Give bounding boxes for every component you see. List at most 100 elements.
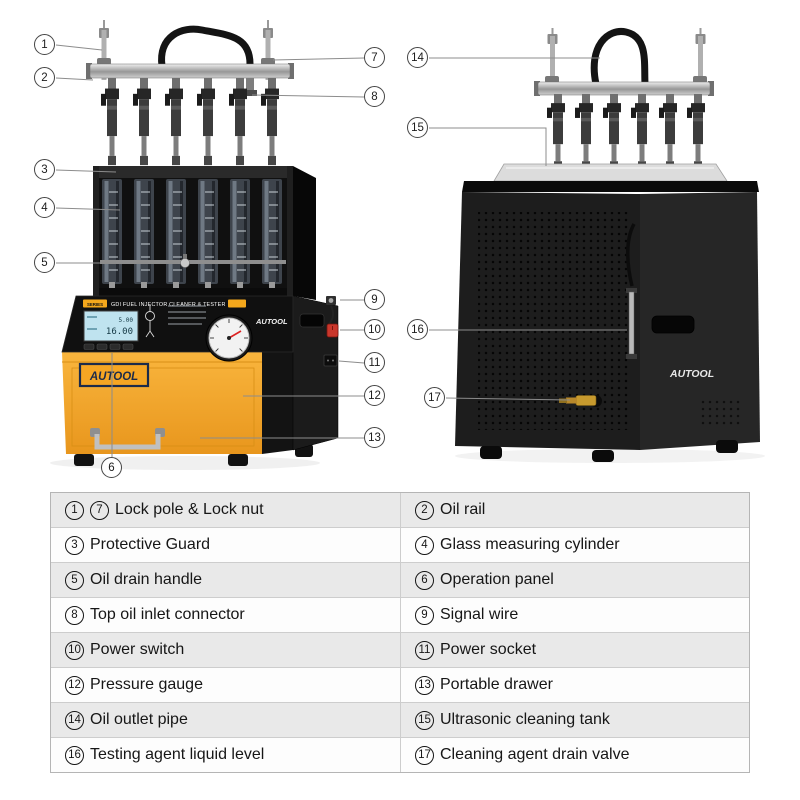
circled-number: 11 xyxy=(415,640,434,660)
callout-number: 3 xyxy=(41,163,48,176)
part-label: Oil rail xyxy=(440,501,486,518)
callout-number: 16 xyxy=(411,323,424,336)
autool-badge: AUTOOL xyxy=(78,362,150,388)
part-label: Glass measuring cylinder xyxy=(440,536,620,553)
product-diagram: AUTOOL xyxy=(50,20,765,470)
callout-number: 17 xyxy=(428,391,441,404)
circled-number: 5 xyxy=(65,570,84,590)
drawer-handle xyxy=(90,428,165,450)
callout-number: 2 xyxy=(41,71,48,84)
circled-number: 6 xyxy=(415,570,434,590)
part-label: Operation panel xyxy=(440,571,554,588)
callout-number: 4 xyxy=(41,201,48,214)
callout-16: 16 xyxy=(407,319,428,340)
circled-number: 8 xyxy=(65,605,84,625)
circled-number: 1 xyxy=(65,500,84,520)
part-label: Oil drain handle xyxy=(90,571,203,588)
lcd-screen: 5.00 16.00 xyxy=(83,310,139,342)
part-label: Cleaning agent drain valve xyxy=(440,746,630,763)
oil-outlet-pipe xyxy=(590,27,649,88)
part-cell: 11 Power socket xyxy=(400,633,749,667)
top-oil-inlet-connector xyxy=(243,78,257,96)
callout-number: 9 xyxy=(371,293,378,306)
callout-2: 2 xyxy=(34,67,55,88)
part-cell: 2 Oil rail xyxy=(400,493,749,527)
circled-number: 4 xyxy=(415,535,434,555)
circled-number: 16 xyxy=(65,745,84,765)
lcd-value-1: 5.00 xyxy=(119,317,134,324)
circled-number: 13 xyxy=(415,675,434,695)
callout-number: 6 xyxy=(108,461,115,474)
callout-number: 5 xyxy=(41,256,48,269)
panel-buttons xyxy=(83,343,134,350)
callout-number: 13 xyxy=(368,431,381,444)
oil-hose-front xyxy=(158,25,254,70)
part-label: Protective Guard xyxy=(90,536,211,553)
part-cell: 12 Pressure gauge xyxy=(51,668,400,702)
table-row: 5 Oil drain handle 6 Operation panel xyxy=(51,562,749,597)
operation-panel: SERIES GDI FUEL INJECTOR CLEANER & TESTE… xyxy=(61,295,294,362)
part-label: Oil outlet pipe xyxy=(90,711,188,728)
callout-17: 17 xyxy=(424,387,445,408)
callout-6: 6 xyxy=(101,457,122,478)
part-label: Portable drawer xyxy=(440,676,553,693)
panel-logo-text: AUTOOL xyxy=(255,317,288,326)
callout-number: 8 xyxy=(371,90,378,103)
machine-back-view: AUTOOL xyxy=(455,27,765,463)
ventilation-holes xyxy=(478,212,628,430)
callout-13: 13 xyxy=(364,427,385,448)
part-label: Pressure gauge xyxy=(90,676,203,693)
oil-rail-back xyxy=(534,81,714,96)
callout-4: 4 xyxy=(34,197,55,218)
callout-7: 7 xyxy=(364,47,385,68)
power-switch xyxy=(326,323,339,338)
circled-number: 12 xyxy=(65,675,84,695)
guard-top-rim xyxy=(93,166,293,178)
oil-drain-handle xyxy=(100,254,286,268)
callout-10: 10 xyxy=(364,319,385,340)
callout-15: 15 xyxy=(407,117,428,138)
callout-number: 1 xyxy=(41,38,48,51)
lock-nut-left xyxy=(97,58,111,65)
part-label: Power switch xyxy=(90,641,185,658)
callout-3: 3 xyxy=(34,159,55,180)
lock-pole-left xyxy=(97,20,111,80)
lock-nut-right xyxy=(261,58,275,65)
protective-guard xyxy=(93,166,293,296)
oil-rail xyxy=(86,63,294,79)
part-label: Top oil inlet connector xyxy=(90,606,245,623)
lock-pole-back-left xyxy=(545,28,559,86)
callout-8: 8 xyxy=(364,86,385,107)
part-cell: 4 Glass measuring cylinder xyxy=(400,528,749,562)
part-label: Signal wire xyxy=(440,606,519,623)
pressure-gauge xyxy=(205,314,253,362)
part-label: Power socket xyxy=(440,641,537,658)
injector-diagram-graphic xyxy=(145,305,155,338)
callout-number: 12 xyxy=(368,389,381,402)
drawer-logo-text: AUTOOL xyxy=(89,371,138,383)
callout-12: 12 xyxy=(364,385,385,406)
circled-number: 2 xyxy=(415,500,434,520)
circled-number: 17 xyxy=(415,745,434,765)
injectors-back xyxy=(547,94,705,170)
guard-bottom-rim xyxy=(93,288,293,296)
side-panel-back-view xyxy=(640,192,760,450)
machine-front-view: AUTOOL xyxy=(50,20,339,470)
callout-number: 7 xyxy=(371,51,378,64)
callout-number: 14 xyxy=(411,51,424,64)
lock-pole-back-right xyxy=(693,28,707,86)
part-cell: 13 Portable drawer xyxy=(400,668,749,702)
